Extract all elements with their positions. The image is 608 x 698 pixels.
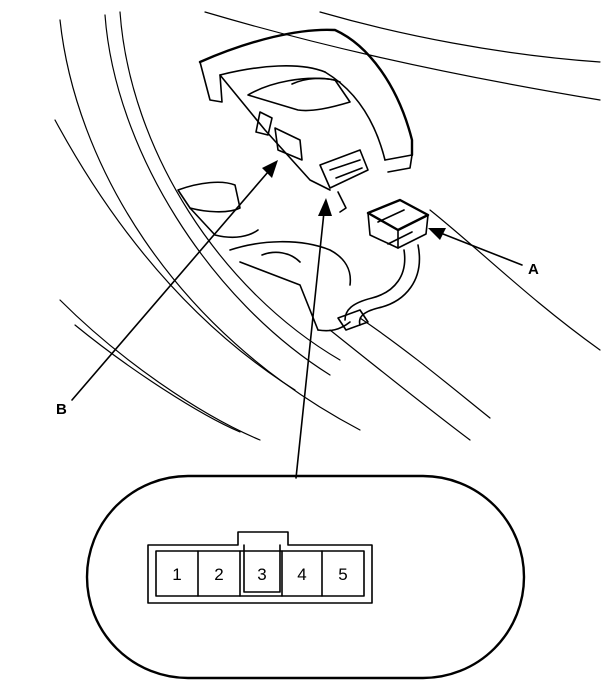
pin-label-4: 4 bbox=[297, 565, 306, 584]
leader-line-a bbox=[437, 231, 523, 266]
pin-3-key bbox=[243, 544, 281, 593]
arrowhead-b bbox=[262, 160, 278, 178]
mounting-recess bbox=[177, 181, 352, 332]
leader-line-b bbox=[71, 171, 269, 401]
leader-line-detail bbox=[295, 211, 325, 479]
connector-detail-view: 1 2 3 4 5 bbox=[85, 474, 526, 680]
pin-label-5: 5 bbox=[338, 565, 347, 584]
harness-connector bbox=[337, 198, 430, 331]
switch-body bbox=[198, 28, 414, 213]
leader-lines bbox=[71, 160, 523, 479]
pin-label-3: 3 bbox=[257, 565, 266, 584]
callout-b: B bbox=[56, 401, 67, 418]
pin-label-1: 1 bbox=[172, 565, 181, 584]
connector-outline bbox=[147, 531, 373, 604]
connector-face bbox=[155, 550, 365, 597]
pin-label-2: 2 bbox=[214, 565, 223, 584]
dashboard-panel-lines bbox=[54, 11, 601, 441]
callout-a: A bbox=[528, 261, 539, 278]
detail-capsule bbox=[85, 474, 526, 680]
arrowhead-detail bbox=[318, 198, 332, 216]
arrowhead-a bbox=[428, 228, 446, 240]
